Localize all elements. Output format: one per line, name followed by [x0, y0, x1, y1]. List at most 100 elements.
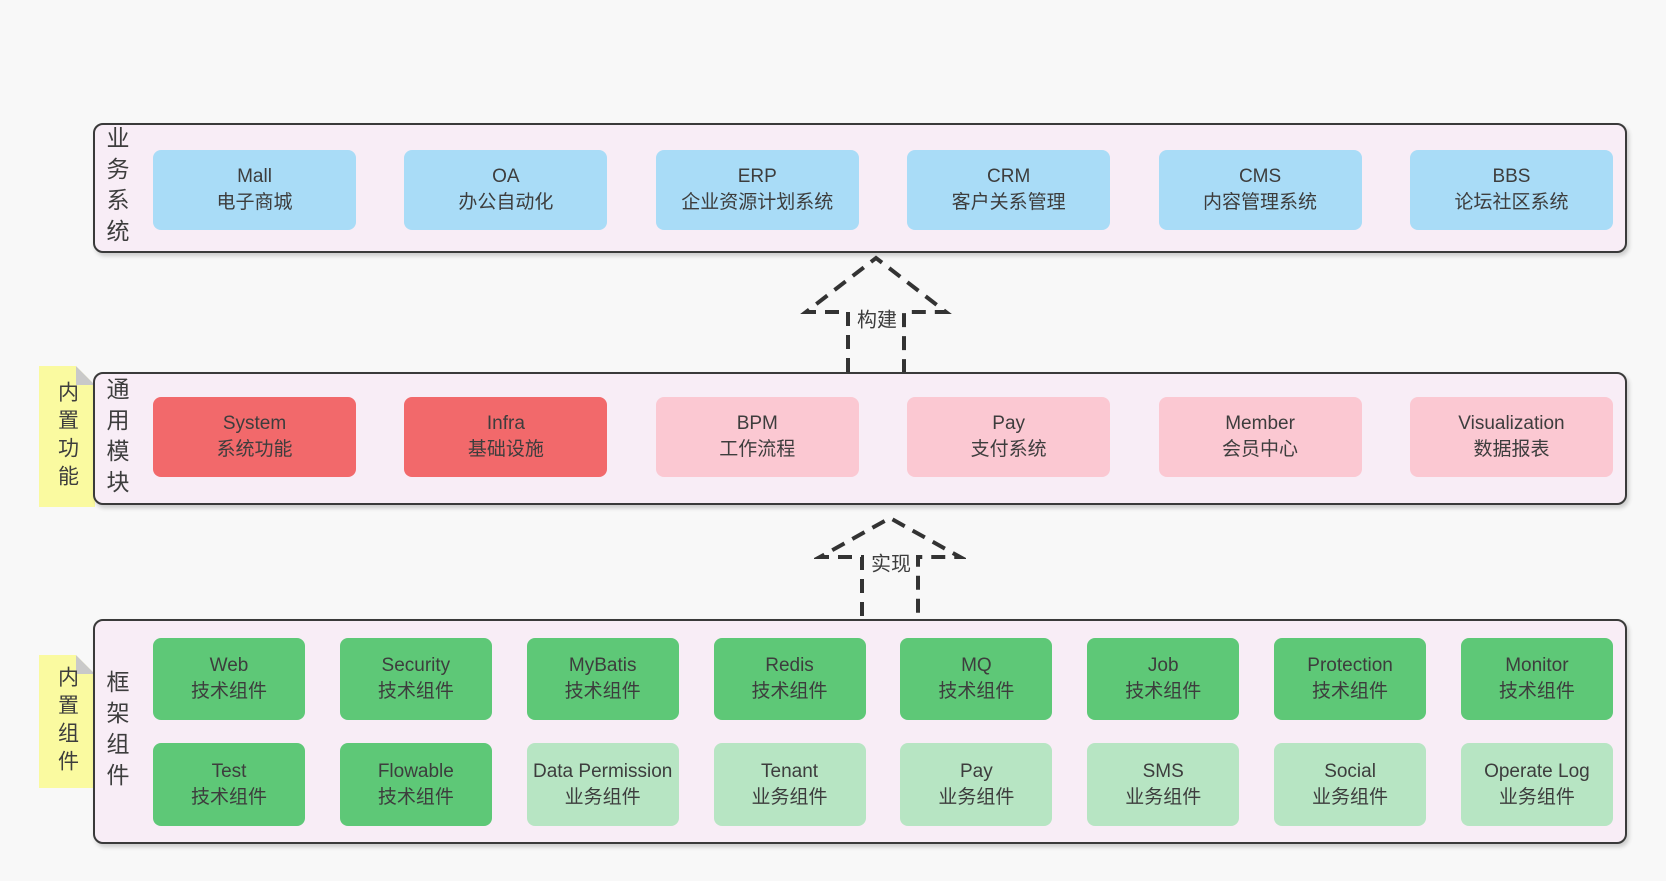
module-box-pay: Pay 支付系统 [907, 397, 1111, 477]
layer-business-systems: 业务系统 Mall 电子商城 OA 办公自动化 ERP 企业资源计划系统 CRM 客户关系管理… [93, 123, 1627, 253]
module-box-system: System 系统功能 [153, 397, 356, 477]
module-name-en: Pay [992, 413, 1026, 434]
module-name-en: CMS [1238, 166, 1282, 187]
module-name-en: Mall [237, 166, 272, 187]
module-box-test: Test 技术组件 [153, 743, 305, 826]
module-name-zh: 技术组件 [564, 681, 641, 702]
module-box-sms: SMS 业务组件 [1087, 743, 1240, 826]
module-box-social: Social 业务组件 [1274, 743, 1427, 826]
module-name-zh: 技术组件 [190, 681, 267, 702]
module-box-flowable: Flowable 技术组件 [339, 743, 492, 826]
module-box-infra: Infra 基础设施 [404, 397, 608, 477]
module-name-en: Infra [486, 413, 525, 434]
module-name-en: SMS [1142, 760, 1184, 782]
module-name-en: BPM [736, 413, 778, 434]
module-name-zh: 业务组件 [1312, 786, 1389, 808]
module-name-en: MyBatis [568, 655, 637, 676]
module-name-zh: 技术组件 [1312, 681, 1389, 702]
module-name-zh: 技术组件 [1498, 681, 1575, 702]
module-box-operate-log: Operate Log 业务组件 [1460, 743, 1613, 826]
module-name-zh: 基础设施 [467, 439, 544, 460]
module-name-en: Flowable [377, 760, 454, 782]
module-box-redis: Redis 技术组件 [713, 638, 866, 720]
module-name-zh: 技术组件 [1125, 681, 1202, 702]
module-name-en: OA [492, 166, 520, 187]
module-name-zh: 技术组件 [938, 681, 1015, 702]
module-box-bpm: BPM 工作流程 [655, 397, 859, 477]
module-name-en: Data Permission [532, 760, 673, 782]
module-name-en: CRM [987, 166, 1031, 187]
module-name-zh: 会员中心 [1222, 439, 1299, 460]
module-box-member: Member 会员中心 [1158, 397, 1362, 477]
layer-title-common-modules: 通用模块 [103, 376, 129, 501]
module-name-zh: 企业资源计划系统 [681, 192, 834, 213]
module-box-mybatis: MyBatis 技术组件 [526, 638, 679, 720]
module-name-en: MQ [961, 655, 992, 676]
folded-corner-icon [76, 655, 95, 674]
module-name-zh: 技术组件 [377, 681, 454, 702]
build-arrow-up [800, 255, 952, 372]
module-name-zh: 业务组件 [938, 786, 1015, 808]
module-name-zh: 工作流程 [719, 439, 796, 460]
module-name-zh: 论坛社区系统 [1454, 192, 1569, 213]
module-name-zh: 业务组件 [1125, 786, 1202, 808]
layer-title-business-systems: 业务系统 [103, 126, 129, 250]
module-name-zh: 办公自动化 [458, 192, 554, 213]
module-box-oa: OA 办公自动化 [404, 150, 608, 230]
implement-arrow-up [814, 515, 966, 616]
module-name-zh: 电子商城 [216, 192, 293, 213]
module-name-zh: 支付系统 [970, 439, 1047, 460]
module-box-pay: Pay 业务组件 [900, 743, 1053, 826]
module-box-protection: Protection 技术组件 [1274, 638, 1427, 720]
module-name-zh: 内容管理系统 [1203, 192, 1318, 213]
module-name-zh: 客户关系管理 [951, 192, 1066, 213]
module-name-zh: 业务组件 [751, 786, 828, 808]
layer-common-modules: 通用模块 System 系统功能 Infra 基础设施 BPM 工作流程 Pay 支付系统 Me… [93, 372, 1627, 505]
sticky-note-builtin-components: 内置组件 [39, 655, 95, 788]
note-label: 内置功能 [55, 380, 79, 493]
module-name-en: ERP [737, 166, 777, 187]
module-box-cms: CMS 内容管理系统 [1158, 150, 1362, 230]
build-arrow-label: 构建 [853, 302, 901, 334]
module-box-security: Security 技术组件 [339, 638, 492, 720]
module-box-job: Job 技术组件 [1087, 638, 1240, 720]
module-name-en: System [222, 413, 287, 434]
module-box-mall: Mall 电子商城 [153, 150, 356, 230]
module-box-crm: CRM 客户关系管理 [907, 150, 1111, 230]
module-name-zh: 系统功能 [216, 439, 293, 460]
sticky-note-builtin-features: 内置功能 [39, 366, 95, 507]
module-box-web: Web 技术组件 [153, 638, 305, 720]
module-name-en: Web [209, 655, 249, 676]
module-name-en: Protection [1307, 655, 1393, 676]
module-name-en: Redis [765, 655, 814, 676]
module-name-en: Test [211, 760, 247, 782]
folded-corner-icon [76, 366, 95, 385]
business-systems-row: Mall 电子商城 OA 办公自动化 ERP 企业资源计划系统 CRM 客户关系管理 CMS 内容… [153, 150, 1613, 230]
layer-title-framework-components: 框架组件 [103, 669, 129, 794]
module-name-zh: 业务组件 [1498, 786, 1575, 808]
common-modules-row: System 系统功能 Infra 基础设施 BPM 工作流程 Pay 支付系统 Member 会… [153, 397, 1613, 477]
module-name-zh: 数据报表 [1473, 439, 1550, 460]
module-name-en: Social [1324, 760, 1376, 782]
module-name-en: Operate Log [1484, 760, 1590, 782]
module-name-en: Visualization [1458, 413, 1565, 434]
module-name-zh: 技术组件 [377, 786, 454, 808]
module-name-en: Member [1225, 413, 1295, 434]
module-name-en: BBS [1492, 166, 1531, 187]
module-name-en: Job [1147, 655, 1179, 676]
module-name-zh: 技术组件 [751, 681, 828, 702]
note-label: 内置组件 [55, 665, 79, 778]
module-name-en: Monitor [1505, 655, 1569, 676]
module-name-en: Security [381, 655, 451, 676]
module-name-zh: 技术组件 [190, 786, 267, 808]
module-box-mq: MQ 技术组件 [900, 638, 1053, 720]
module-box-erp: ERP 企业资源计划系统 [655, 150, 859, 230]
module-box-bbs: BBS 论坛社区系统 [1409, 150, 1613, 230]
module-box-visualization: Visualization 数据报表 [1409, 397, 1613, 477]
module-name-en: Pay [960, 760, 993, 782]
